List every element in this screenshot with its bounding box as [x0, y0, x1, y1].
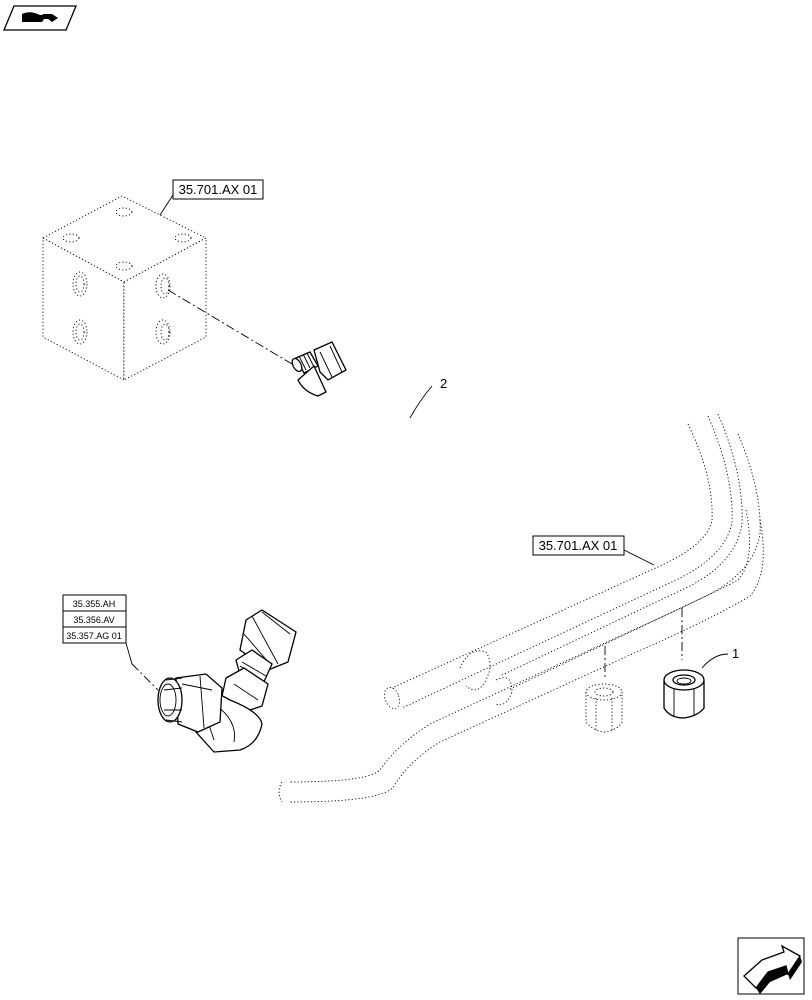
callout-part-1-text: 1 [732, 646, 739, 661]
fitting-reference-stack[interactable]: 35.355.AH 35.356.AV 35.357.AG 01 [62, 594, 133, 665]
nut-part-1 [663, 669, 705, 719]
fitting-ref-1-text: 35.355.AH [73, 599, 116, 609]
hidden-nut [585, 683, 623, 733]
alignment-line-block [167, 289, 293, 365]
alignment-line-fitting [131, 663, 159, 691]
callout-part-1[interactable]: 1 [701, 646, 739, 669]
tube-assembly [157, 341, 453, 753]
tube-lower-fitting [157, 609, 297, 753]
valve-block-reference-text: 35.701.AX 01 [179, 182, 258, 197]
fitting-ref-2-text: 35.356.AV [73, 615, 114, 625]
book-hand-icon[interactable] [3, 5, 77, 31]
callout-part-2[interactable]: 2 [409, 376, 447, 419]
next-page-arrow-icon[interactable] [737, 937, 805, 995]
tube-bundle-reference-text: 35.701.AX 01 [539, 538, 618, 553]
tube-top-fitting [291, 341, 347, 397]
valve-block-reference[interactable]: 35.701.AX 01 [159, 179, 264, 216]
fitting-ref-3-text: 35.357.AG 01 [66, 631, 122, 641]
callout-part-2-text: 2 [440, 376, 447, 391]
valve-block [42, 195, 207, 381]
tube-bundle [278, 413, 764, 803]
tube-bundle-reference[interactable]: 35.701.AX 01 [532, 535, 655, 566]
